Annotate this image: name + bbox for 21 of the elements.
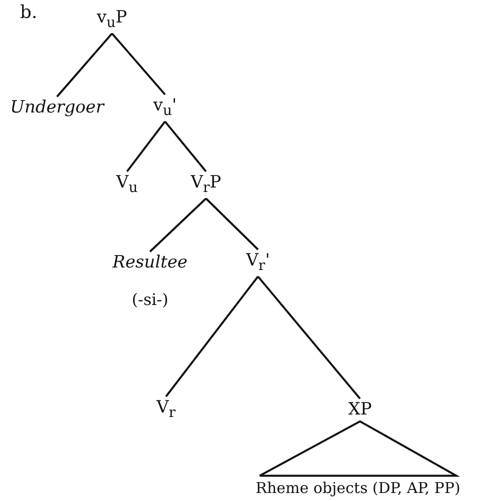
- tree-node-label: Undergoer: [10, 98, 104, 118]
- tree-branch: [165, 276, 259, 398]
- tree-branch: [149, 198, 207, 252]
- tree-node-label: Resultee: [112, 254, 188, 272]
- node-annotation: (-si-): [132, 290, 168, 309]
- tree-branch: [164, 120, 207, 172]
- tree-branch: [205, 198, 259, 250]
- tree-node-label: V$_{r}$: [156, 398, 176, 422]
- tree-branch: [111, 32, 166, 96]
- panel-letter: b.: [20, 2, 38, 23]
- tree-branch: [257, 276, 361, 400]
- tree-node-label: v$_{u}$': [153, 96, 177, 120]
- tree-node-label: v$_{u}$P: [96, 8, 128, 32]
- tree-node-label: V$_{r}$P: [190, 174, 222, 196]
- triangle-branch: [258, 420, 460, 477]
- tree-branch: [56, 32, 113, 98]
- tree-node-label: XP: [348, 400, 372, 420]
- tree-branch: [126, 120, 166, 172]
- tree-node-label: V$_{r}$': [246, 252, 270, 274]
- tree-node-label: Rheme objects (DP, AP, PP): [256, 480, 460, 496]
- tree-node-label: V$_{u}$: [116, 174, 138, 196]
